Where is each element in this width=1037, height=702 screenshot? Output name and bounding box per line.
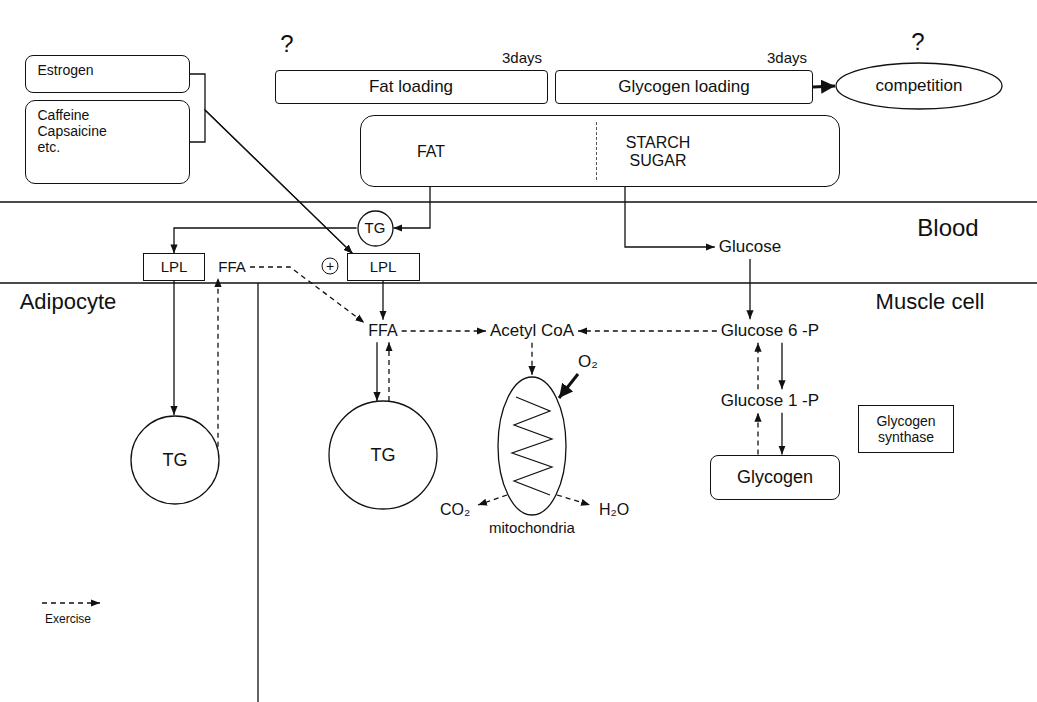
cristae [512, 397, 552, 495]
node-text: competition [876, 76, 963, 96]
divider [596, 122, 597, 180]
mitochondria-node: mitochondria [470, 375, 594, 540]
exercise-arrow [402, 330, 486, 331]
node-text: Glucose 6 -P [721, 321, 819, 341]
duration-label: 3days [767, 50, 807, 67]
question-mark: ? [280, 31, 293, 57]
legend-text: Exercise [45, 612, 91, 626]
metabolite-label: Acetyl CoA [486, 319, 578, 343]
metabolite-label: Glucose [715, 235, 785, 259]
flow-arrow [393, 187, 430, 228]
stimulant-box: Caffeine Capsaicine etc. [25, 100, 190, 184]
flow-arrow [813, 86, 835, 87]
node-text: Glucose 1 -P [721, 391, 819, 411]
metabolite-label: FFA [364, 320, 401, 342]
triglyceride-circle: TG [357, 210, 394, 247]
circle-shape [358, 211, 393, 246]
node-text: TG [371, 445, 396, 466]
node-text: FFA [368, 322, 397, 340]
node-text: Acetyl CoA [490, 321, 574, 341]
metabolite-label: FFA [214, 256, 250, 278]
node-text: FAT [417, 143, 445, 161]
triglyceride-circle: TG [130, 415, 220, 505]
node-text: Caffeine Capsaicine etc. [38, 107, 107, 155]
region-label: Muscle cell [876, 290, 985, 314]
ellipse-shape [836, 63, 1002, 109]
exercise-arrow [757, 343, 758, 389]
node-text: TG [365, 219, 386, 236]
node-text: STARCH SUGAR [626, 134, 691, 171]
node-text: Fat loading [369, 77, 453, 97]
node-text: LPL [370, 258, 397, 275]
flow-arrow [376, 342, 377, 401]
cell-divider [257, 283, 258, 702]
blood-boundary [0, 201, 1037, 202]
mitochondrion-outline [470, 375, 594, 517]
region-label: Blood [917, 215, 978, 241]
flow-arrow [781, 343, 782, 389]
food-box: FAT STARCH SUGAR [360, 115, 840, 187]
node-text: Glucose [719, 237, 781, 257]
circle-shape [131, 416, 219, 504]
flow-arrow [625, 187, 715, 247]
node-text: TG [163, 450, 188, 471]
flow-arrow [382, 281, 383, 320]
enzyme-box: Glycogen synthase [858, 405, 954, 453]
lpl-box: LPL [143, 253, 205, 280]
flow-arrow [190, 110, 353, 253]
flow-arrow [174, 228, 357, 253]
question-mark: ? [911, 29, 924, 55]
circle-shape [329, 401, 437, 509]
node-text: FFA [218, 258, 246, 275]
node-text: Glycogen [737, 467, 813, 488]
co2-arrow [478, 495, 507, 505]
node-text: LPL [161, 258, 188, 275]
competition-ellipse: competition [835, 62, 1003, 110]
lpl-box: LPL [347, 253, 420, 280]
duration-label: 3days [502, 50, 542, 67]
node-text: mitochondria [470, 519, 594, 536]
oxygen-arrow [559, 374, 578, 398]
hormone-box: Estrogen [25, 55, 190, 93]
exercise-arrow [757, 413, 758, 455]
product-label: CO₂ [440, 501, 470, 519]
diet-phase-box: Glycogen loading [555, 70, 813, 104]
node-text: Glycogen synthase [876, 413, 935, 445]
flow-arrow [173, 281, 174, 415]
exercise-arrow [217, 278, 218, 447]
mitochondrion-membrane [498, 377, 566, 515]
product-label: H₂O [599, 501, 629, 519]
flow-arrow [781, 413, 782, 455]
legend-sample [42, 602, 100, 603]
node-text: Glycogen loading [618, 77, 749, 97]
cell-boundary [0, 282, 1037, 283]
glycogen-box: Glycogen [710, 455, 840, 500]
exercise-arrow [578, 330, 717, 331]
exercise-arrow [531, 343, 532, 375]
diet-phase-box: Fat loading [275, 70, 548, 104]
oxygen-label: O₂ [578, 353, 598, 372]
metabolite-label: Glucose 6 -P [717, 319, 823, 343]
metabolite-label: Glucose 1 -P [717, 389, 823, 413]
h2o-arrow [557, 495, 590, 505]
triglyceride-circle: TG [328, 400, 438, 510]
node-text: Estrogen [38, 62, 94, 78]
exercise-arrow [388, 342, 389, 401]
flow-arrow [749, 259, 750, 319]
plus-sign: + [322, 258, 339, 275]
region-label: Adipocyte [20, 290, 117, 314]
